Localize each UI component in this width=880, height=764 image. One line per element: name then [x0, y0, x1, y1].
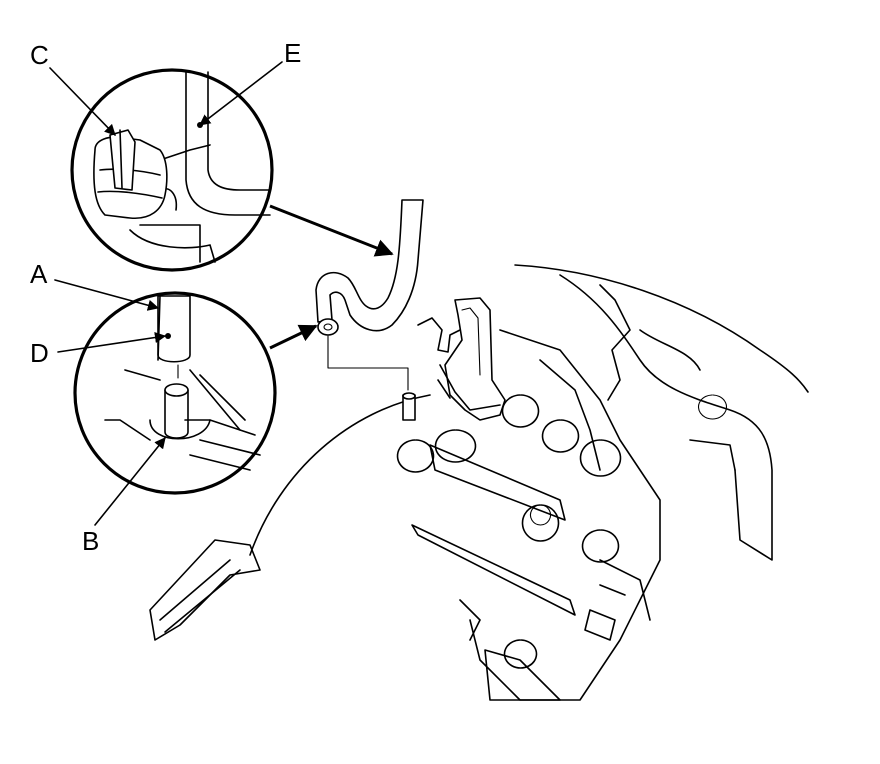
callout-c: C — [30, 40, 49, 70]
bell-housing — [149, 394, 431, 641]
leader-b — [94, 437, 166, 526]
breather-hose — [315, 199, 424, 336]
leader-e — [199, 61, 283, 126]
callout-b: B — [82, 526, 99, 556]
hose-clip-mount — [417, 297, 506, 421]
callout-e: E — [284, 38, 301, 68]
callout-d: D — [30, 338, 49, 368]
engine-assembly — [396, 264, 809, 701]
detail-circle-hose — [73, 291, 277, 495]
leader-c — [49, 67, 116, 136]
leader-lines — [49, 61, 283, 526]
detail-arrows — [269, 204, 394, 350]
leader-a — [54, 279, 160, 311]
hose-fitting — [327, 335, 416, 421]
detail-circle-clip — [70, 68, 274, 272]
leader-d — [57, 331, 167, 353]
callout-labels: C E A D B — [30, 38, 301, 556]
callout-a: A — [30, 259, 48, 289]
